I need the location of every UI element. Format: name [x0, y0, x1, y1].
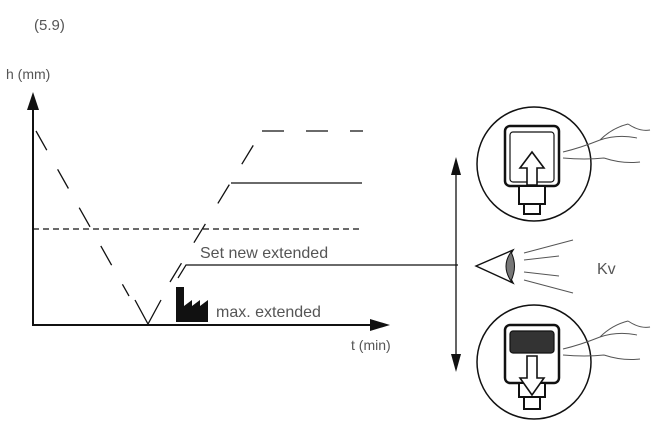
ascending-dashed-line [169, 130, 263, 283]
x-axis [33, 319, 390, 331]
descending-dashed-line [35, 130, 130, 297]
pointing-hand-icon-bottom [562, 320, 651, 360]
v-bottom [134, 299, 162, 326]
max-extended-label: max. extended [216, 304, 321, 321]
pointing-hand-icon [562, 123, 651, 163]
kv-label: Kv [597, 261, 616, 278]
vision-rays [523, 239, 574, 294]
figure-number: (5.9) [34, 17, 65, 34]
set-new-extended-label: Set new extended [200, 245, 328, 262]
factory-icon [176, 287, 208, 322]
y-axis-label: h (mm) [6, 66, 50, 82]
set-new-extended-line [177, 264, 458, 279]
x-axis-label: t (min) [351, 337, 391, 353]
eye-icon [474, 248, 515, 285]
vertical-double-arrow [451, 157, 461, 372]
device-push-down-icon [476, 304, 592, 420]
device-push-up-icon [476, 106, 592, 222]
y-axis [27, 92, 39, 326]
